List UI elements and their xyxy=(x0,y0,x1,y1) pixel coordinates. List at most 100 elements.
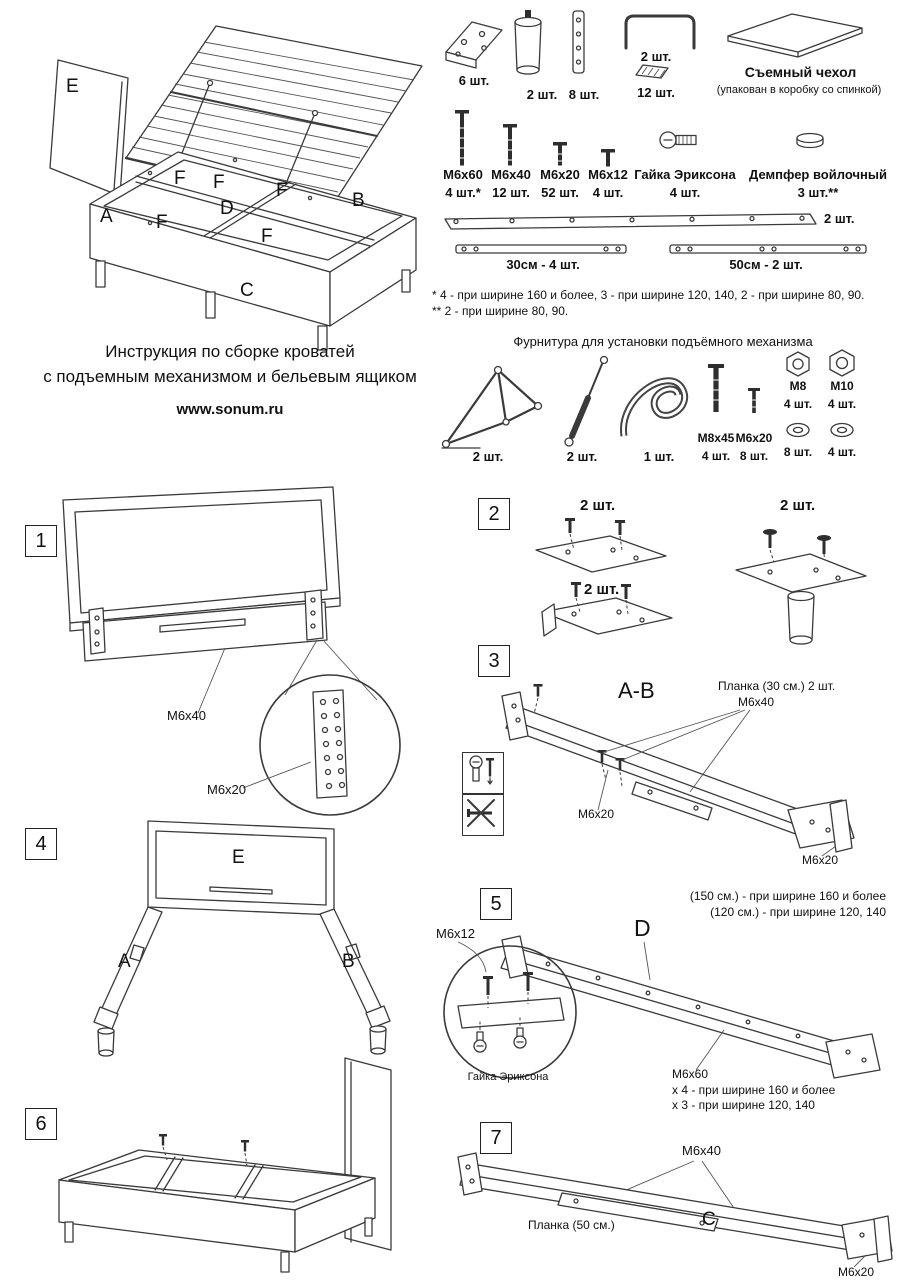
footboard-rail xyxy=(457,1152,893,1263)
erikson-qty: 4 шт. xyxy=(669,185,701,200)
bolt-m6x20-label: М6х20 xyxy=(540,167,580,182)
bolt-m6x12-label: М6х12 xyxy=(588,167,628,182)
box-frame-with-beams xyxy=(58,1134,376,1273)
bolt-m6x12-qty: 4 шт. xyxy=(592,185,624,200)
step7-plank-label: Планка (50 см.) xyxy=(528,1218,615,1232)
wedge-icon xyxy=(635,64,669,79)
bolt-m6x60-icon xyxy=(455,110,469,166)
m10-label: М10 xyxy=(830,379,854,393)
erikson-label: Гайка Эриксона xyxy=(634,167,736,182)
lift-hardware-graphics xyxy=(441,349,855,449)
m8-qty: 4 шт. xyxy=(783,397,813,411)
m8x45-qty: 4 шт. xyxy=(701,449,731,463)
strut-qty: 2 шт. xyxy=(566,449,598,464)
step-2-number-text: 2 xyxy=(488,502,500,525)
damper-label: Демпфер войлочный xyxy=(749,167,887,182)
step3-m6x20-label-a: М6х20 xyxy=(578,807,614,821)
m6x20-lift-label: М6х20 xyxy=(735,431,773,445)
washer-8-icon xyxy=(786,422,810,438)
bolt-m6x12-icon xyxy=(601,149,615,167)
cover-title: Съемный чехол xyxy=(744,64,857,80)
strap-qty: 1 шт. xyxy=(643,449,675,464)
bed-overview-drawing: E F F F F F A D B C xyxy=(49,25,423,351)
footnote-2: ** 2 - при ширине 80, 90. xyxy=(432,304,569,318)
step5-label-d: D xyxy=(634,915,651,941)
long-bar-icon xyxy=(444,213,817,230)
bolt-m6x60-qty: 4 шт.* xyxy=(445,185,481,200)
label-d: D xyxy=(220,198,234,219)
step-6-number-text: 6 xyxy=(35,1112,47,1135)
step2-qty3: 2 шт. xyxy=(780,497,815,514)
bolt-m8x45-icon xyxy=(708,364,724,412)
step-3-drawing: А-В Планка (30 см.) 2 шт. М6х40 М6х20 М6… xyxy=(501,678,855,867)
step-5-number-text: 5 xyxy=(490,892,502,915)
step5-m6x60-label: М6х60 xyxy=(672,1067,708,1081)
label-a: A xyxy=(100,206,113,227)
parts-list-panel: 6 шт. 2 шт. 8 шт. 2 шт. 12 шт. Съемный ч… xyxy=(428,2,898,322)
erikson-screw-icon xyxy=(469,755,494,785)
footnote-1: * 4 - при ширине 160 и более, 3 - при ши… xyxy=(432,288,865,302)
zoom-callout-erikson xyxy=(443,945,577,1079)
step5-erikson-label: Гайка Эриксона xyxy=(468,1071,550,1083)
bolt-m6x20-qty: 52 шт. xyxy=(541,185,579,200)
strap-icon xyxy=(620,377,688,437)
label-c: C xyxy=(240,280,254,301)
label-e: E xyxy=(66,76,79,97)
bolt-m6x40-label: М6х40 xyxy=(491,167,531,182)
website-url: www.sonum.ru xyxy=(176,401,284,418)
step7-m6x40-label: М6х40 xyxy=(682,1143,721,1158)
mounting-plate-icon xyxy=(572,10,585,74)
step-3-number: 3 xyxy=(478,645,510,677)
longbar-qty: 2 шт. xyxy=(824,211,855,226)
step5-m6x12-label: М6х12 xyxy=(436,926,475,941)
label-f5: F xyxy=(213,172,225,193)
corner-plate-bottom xyxy=(541,582,673,637)
step-1-number: 1 xyxy=(25,525,57,557)
cover-icon xyxy=(727,13,863,58)
label-f4: F xyxy=(261,226,273,247)
step5-note2: (120 см.) - при ширине 120, 140 xyxy=(710,905,886,919)
step5-m6x60-note2: х 3 - при ширине 120, 140 xyxy=(672,1098,815,1112)
m8-label: М8 xyxy=(789,379,807,393)
step-2-number: 2 xyxy=(478,498,510,530)
step-5-number: 5 xyxy=(480,888,512,920)
step-6-number: 6 xyxy=(25,1108,57,1140)
label-f3: F xyxy=(156,212,168,233)
washer-4-icon xyxy=(830,422,854,438)
step4-label-a: A xyxy=(118,951,131,972)
overview-letter-labels: E F F F F F A D B C xyxy=(66,76,365,301)
washer4-qty: 4 шт. xyxy=(827,445,857,459)
step-2-drawing: 2 шт. 2 шт. 2 шт. xyxy=(535,497,867,645)
screw-in-allowed-icon xyxy=(462,752,504,794)
plate-qty: 8 шт. xyxy=(568,87,600,102)
lift-hardware-panel: Фурнитура для установки подъёмного механ… xyxy=(428,330,898,478)
storage-box-drawing xyxy=(89,151,417,351)
step5-note1: (150 см.) - при ширине 160 и более xyxy=(690,889,886,903)
side-rail-b xyxy=(319,908,391,1055)
parts-icons-graphics xyxy=(444,10,867,254)
leg-qty: 2 шт. xyxy=(526,87,558,102)
step5-m6x60-note1: х 4 - при ширине 160 и более xyxy=(672,1083,836,1097)
lift-hardware-title: Фурнитура для установки подъёмного механ… xyxy=(513,334,813,349)
title-block: Инструкция по сборке кроватей с подъемны… xyxy=(20,342,440,418)
crossed-screw-icon xyxy=(467,799,495,827)
step3-m6x40-label: М6х40 xyxy=(738,695,774,709)
nut-m10-icon xyxy=(829,349,855,377)
label-f2: F xyxy=(276,180,288,201)
step4-label-e: E xyxy=(232,847,245,868)
m10-qty: 4 шт. xyxy=(827,397,857,411)
washer8-qty: 8 шт. xyxy=(783,445,813,459)
step3-m6x20-label-b: М6х20 xyxy=(802,853,838,867)
wedge-qty: 12 шт. xyxy=(637,85,675,100)
step2-qty2: 2 шт. xyxy=(584,581,619,598)
m6x20-lift-qty: 8 шт. xyxy=(739,449,769,463)
step3-title: А-В xyxy=(618,678,655,703)
felt-damper-icon xyxy=(796,132,824,149)
step-6-drawing xyxy=(58,1057,392,1273)
step-7-number-text: 7 xyxy=(490,1126,502,1149)
bar30-label: 30см - 4 шт. xyxy=(506,257,580,272)
bolt-m6x40-qty: 12 шт. xyxy=(492,185,530,200)
title-line1: Инструкция по сборке кроватей xyxy=(105,342,355,361)
bolt-m6x20-lift-icon xyxy=(748,388,760,413)
label-f1: F xyxy=(174,168,186,189)
